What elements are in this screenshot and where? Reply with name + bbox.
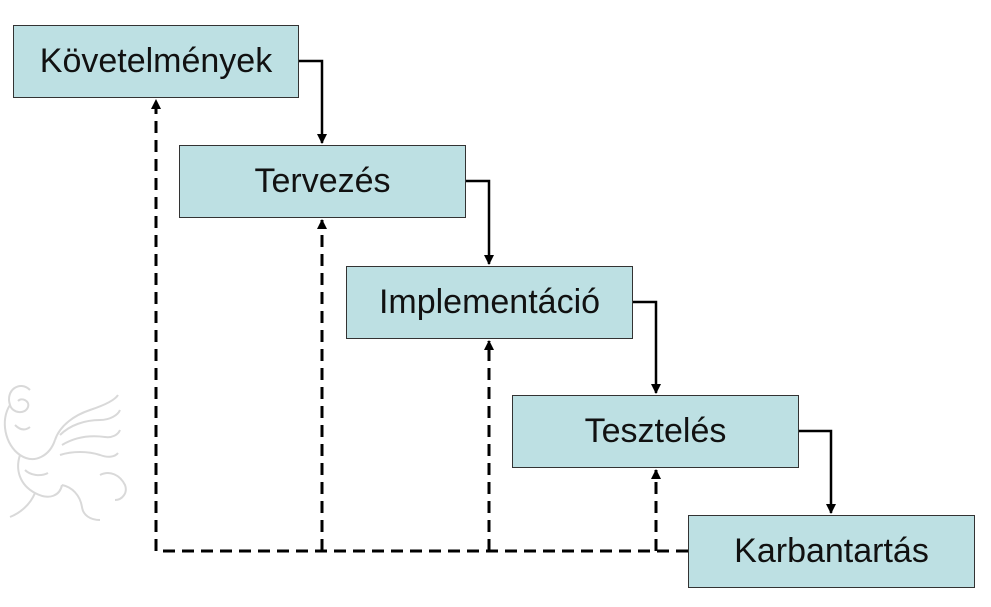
flow-arrow-tervezes-implementacio	[466, 179, 494, 265]
griffin-logo-icon	[3, 385, 127, 521]
flow-arrow-kovetelmenyek-tervezes	[299, 59, 327, 144]
stage-box-teszteles: Tesztelés	[512, 395, 799, 468]
stage-box-tervezes: Tervezés	[179, 145, 466, 218]
flow-arrow-implementacio-teszteles	[633, 300, 661, 394]
stage-box-kovetelmenyek: Követelmények	[13, 25, 299, 98]
flow-arrow-teszteles-karbantartas	[799, 429, 836, 514]
stage-box-karbantartas: Karbantartás	[688, 515, 975, 588]
stage-box-implementacio: Implementáció	[346, 266, 633, 339]
